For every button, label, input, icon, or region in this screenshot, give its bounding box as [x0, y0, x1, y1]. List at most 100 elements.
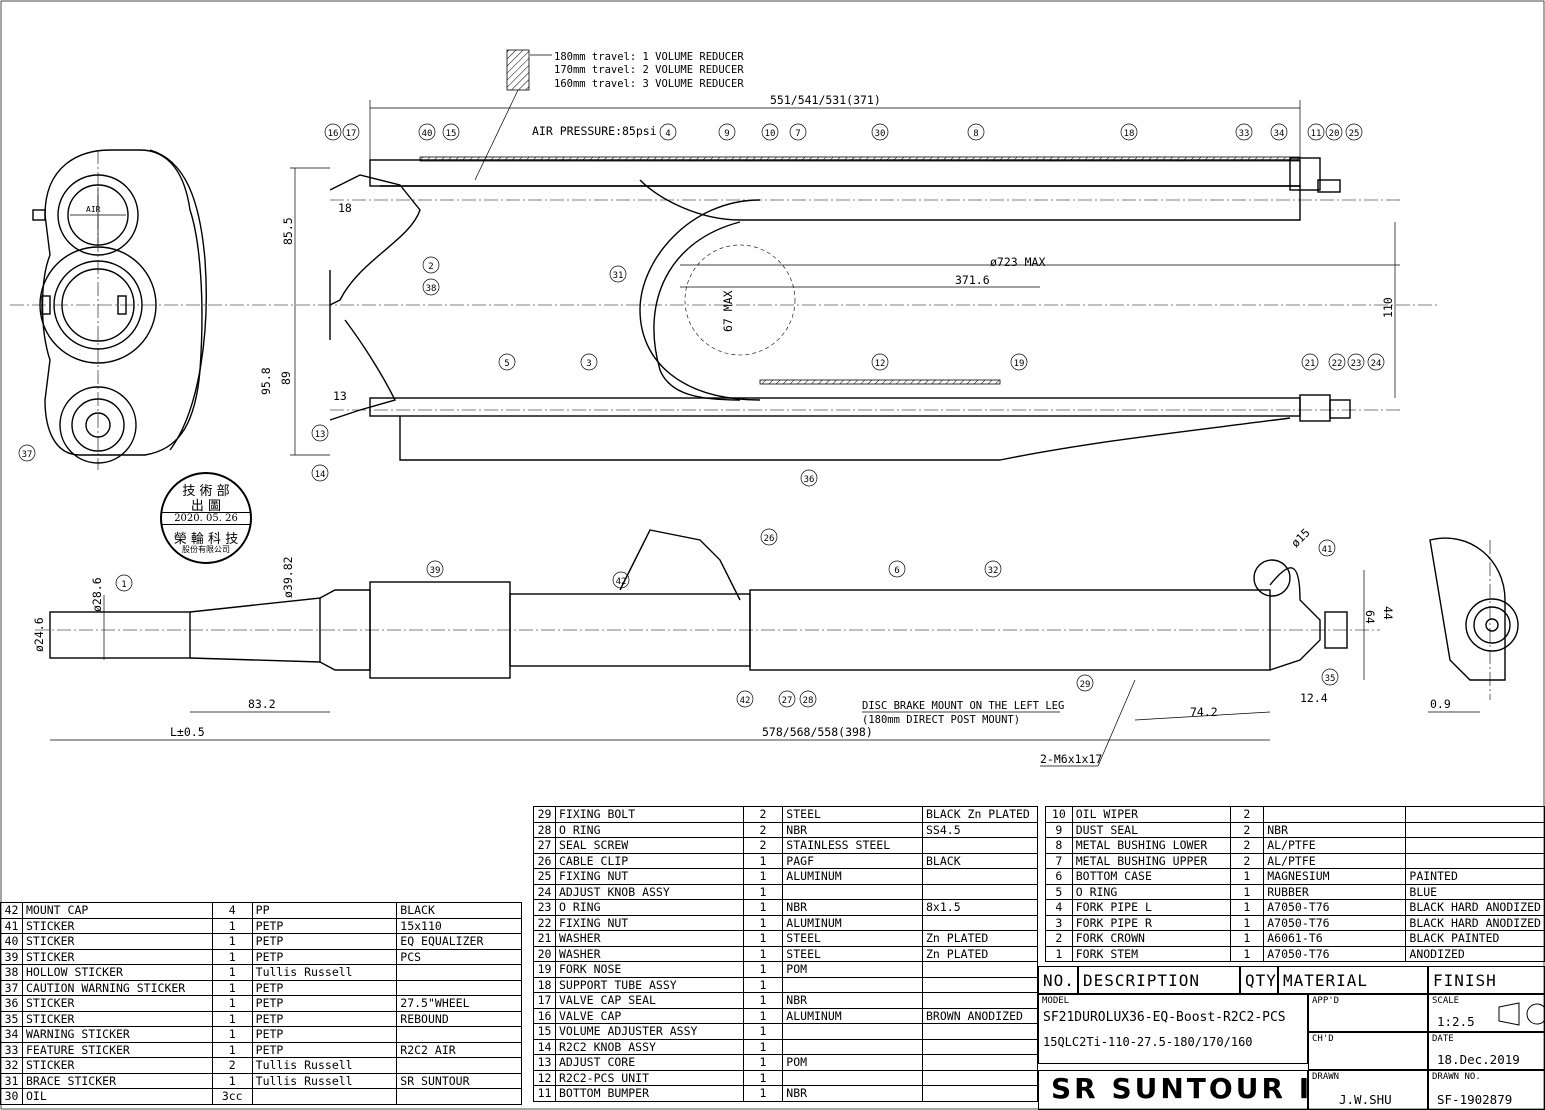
item-no: 6	[1045, 868, 1073, 885]
model-line-1: SF21DUROLUX36-EQ-Boost-R2C2-PCS	[1043, 1010, 1286, 1025]
svg-text:15: 15	[446, 129, 457, 139]
item-no: 30	[0, 1088, 23, 1105]
callout-bubble: 20	[1325, 123, 1343, 141]
svg-text:42: 42	[740, 696, 751, 706]
item-qty: 1	[742, 1038, 784, 1055]
svg-text:23: 23	[1351, 359, 1362, 369]
callout-bubble: 27	[778, 690, 796, 708]
callout-bubble: 19	[1010, 353, 1028, 371]
item-material: A6061-T6	[1263, 930, 1407, 947]
item-qty: 2	[1229, 821, 1265, 838]
item-qty: 1	[1229, 883, 1265, 900]
item-material	[1263, 806, 1407, 823]
bom-header-no: NO.	[1038, 966, 1078, 994]
item-finish: BLUE	[1405, 883, 1545, 900]
callout-bubble: 15	[442, 123, 460, 141]
dim-09: 0.9	[1430, 697, 1451, 711]
scale-value: 1:2.5	[1437, 1014, 1475, 1029]
date-value: 18.Dec.2019	[1437, 1052, 1520, 1067]
item-description: OIL	[21, 1088, 213, 1105]
svg-text:24: 24	[1371, 359, 1382, 369]
item-no: 36	[0, 995, 23, 1012]
callout-bubble: 41	[1318, 539, 1336, 557]
item-qty: 1	[211, 1041, 253, 1058]
callout-bubble: 35	[1321, 668, 1339, 686]
item-material: PETP	[251, 917, 398, 934]
item-finish	[396, 964, 522, 981]
svg-text:5: 5	[504, 359, 509, 369]
item-qty: 1	[211, 917, 253, 934]
svg-text:38: 38	[426, 284, 437, 294]
svg-text:33: 33	[1239, 129, 1250, 139]
callout-bubble: 2	[422, 256, 440, 274]
item-no: 26	[533, 852, 556, 869]
item-material: NBR	[782, 899, 923, 916]
item-finish: R2C2 AIR	[396, 1041, 522, 1058]
top-dimensions: 551/541/531(371) ø723 MAX 371.6 67 MAX 8…	[259, 51, 1396, 456]
svg-text:35: 35	[1325, 674, 1336, 684]
item-qty: 1	[742, 930, 784, 947]
item-description: O RING	[1071, 883, 1231, 900]
dim-lpm: L±0.5	[170, 725, 205, 739]
drawn-no-label: DRAWN NO.	[1432, 1072, 1481, 1082]
bom-header-qty: QTY	[1240, 966, 1278, 994]
item-qty: 1	[742, 1023, 784, 1040]
item-description: FIXING NUT	[554, 914, 744, 931]
svg-text:2: 2	[428, 262, 433, 272]
item-material	[782, 976, 923, 993]
item-finish	[396, 979, 522, 996]
svg-text:16: 16	[328, 129, 339, 139]
company-logo: SR SUNTOUR INC.	[1051, 1072, 1307, 1105]
item-finish	[1405, 806, 1545, 823]
callout-bubble: 10	[761, 123, 779, 141]
svg-text:29: 29	[1080, 680, 1091, 690]
item-finish	[1405, 852, 1545, 869]
callout-bubble: 36	[800, 469, 818, 487]
item-no: 31	[0, 1072, 23, 1089]
bom-header-finish: FINISH	[1428, 966, 1545, 994]
svg-text:32: 32	[988, 566, 999, 576]
item-description: O RING	[554, 821, 744, 838]
dim-286: ø28.6	[90, 577, 104, 612]
item-description: STICKER	[21, 995, 213, 1012]
bolt-note: 2-M6x1x17	[1040, 752, 1102, 766]
item-no: 33	[0, 1041, 23, 1058]
item-finish	[396, 1026, 522, 1043]
dim-742: 74.2	[1190, 705, 1218, 719]
callout-bubble: 40	[418, 123, 436, 141]
item-no: 24	[533, 883, 556, 900]
dim-67: 67 MAX	[721, 290, 735, 332]
svg-text:12: 12	[875, 359, 886, 369]
item-qty: 4	[211, 902, 253, 919]
item-no: 9	[1045, 821, 1073, 838]
callout-bubble: 22	[1328, 353, 1346, 371]
item-description: BOTTOM BUMPER	[554, 1085, 744, 1102]
callout-bubble: 11	[1307, 123, 1325, 141]
item-finish	[922, 868, 1038, 885]
item-finish	[922, 837, 1038, 854]
reducer-note-3: 160mm travel: 3 VOLUME REDUCER	[554, 78, 744, 90]
item-material: STEEL	[782, 806, 923, 823]
item-description: ADJUST KNOB ASSY	[554, 883, 744, 900]
svg-text:19: 19	[1014, 359, 1025, 369]
item-material: AL/PTFE	[1263, 837, 1407, 854]
callout-bubble: 23	[1347, 353, 1365, 371]
item-no: 11	[533, 1085, 556, 1102]
svg-text:11: 11	[1311, 129, 1322, 139]
item-finish: Zn PLATED	[922, 945, 1038, 962]
